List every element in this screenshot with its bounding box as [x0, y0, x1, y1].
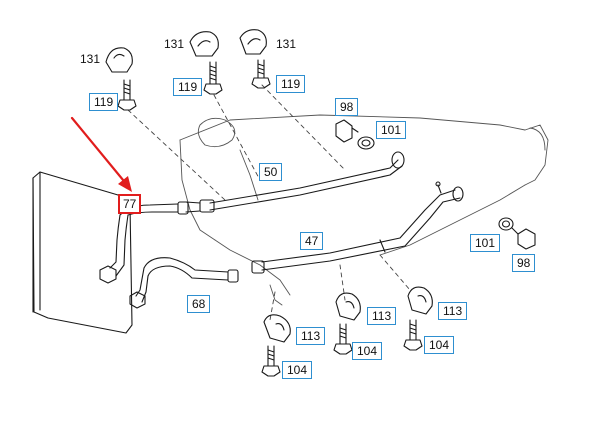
clip-113-c: [407, 286, 433, 315]
hose-68: [129, 257, 239, 309]
bolt-104-a: [261, 345, 281, 377]
callout-113-b: 113: [367, 307, 397, 325]
callout-50: 50: [259, 163, 283, 181]
callout-101-top: 101: [376, 121, 407, 139]
pipe-50: [185, 151, 405, 213]
callout-47: 47: [300, 232, 324, 250]
callout-131-right: 131: [276, 37, 297, 51]
bolt-104-b: [333, 323, 353, 355]
bolt-119-left: [117, 79, 137, 111]
callout-113-c: 113: [438, 302, 468, 320]
bolt-119-right: [251, 59, 271, 89]
callout-119-right: 119: [276, 75, 306, 93]
clip-131-left: [105, 47, 133, 73]
clip-113-a: [263, 314, 291, 343]
fitting-98-right: [498, 217, 536, 250]
callout-104-c: 104: [424, 336, 455, 354]
fitting-98-top: [335, 119, 375, 150]
callout-119-left: 119: [89, 93, 119, 111]
callout-68: 68: [187, 295, 211, 313]
callout-77-highlighted: 77: [118, 194, 142, 214]
callout-101-right: 101: [470, 234, 501, 252]
clip-131-right: [239, 29, 267, 55]
radiator: [32, 171, 133, 334]
callout-131-mid: 131: [164, 37, 185, 51]
bolt-119-mid: [203, 61, 223, 95]
callout-98-right: 98: [512, 254, 536, 272]
callout-104-a: 104: [282, 361, 313, 379]
callout-104-b: 104: [352, 342, 383, 360]
transmission-housing: [179, 114, 549, 306]
bolt-104-c: [403, 319, 423, 351]
leader-lines: [127, 84, 411, 321]
callout-131-left: 131: [80, 52, 101, 66]
callout-119-mid: 119: [173, 78, 203, 96]
clip-131-mid: [189, 31, 219, 57]
clip-113-b: [335, 292, 361, 321]
callout-98-top: 98: [335, 98, 359, 116]
highlight-arrow: [70, 116, 132, 192]
pipe-47: [251, 181, 464, 274]
callout-113-a: 113: [296, 327, 326, 345]
